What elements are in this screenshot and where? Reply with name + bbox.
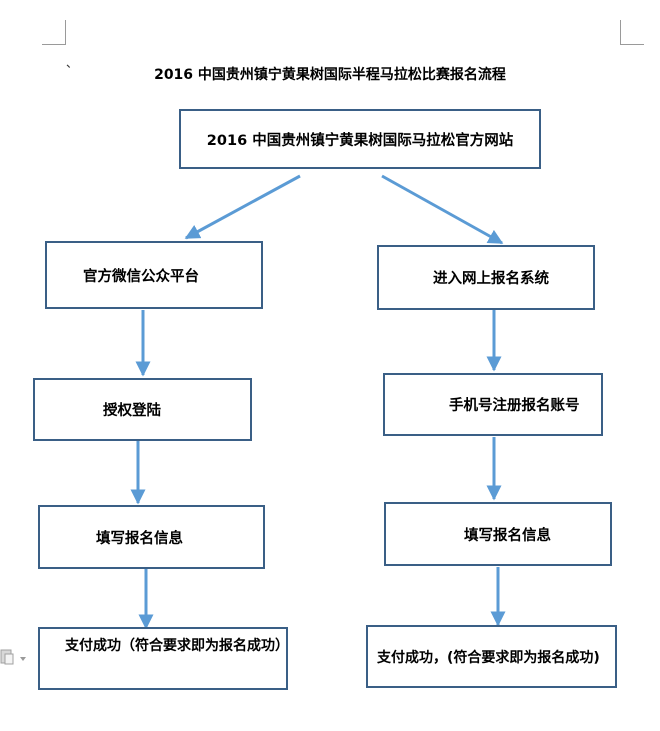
right-node-4: 支付成功，(符合要求即为报名成功) <box>366 625 617 688</box>
root-node: 2016 中国贵州镇宁黄果树国际马拉松官方网站 <box>179 109 541 169</box>
left-node-1: 官方微信公众平台 <box>45 241 263 309</box>
corner-mark: 、 <box>66 56 79 70</box>
left-node-2: 授权登陆 <box>33 378 252 441</box>
right-node-2: 手机号注册报名账号 <box>383 373 603 436</box>
arrow-root-to-left <box>184 174 301 240</box>
chevron-down-icon <box>20 657 26 661</box>
crop-mark-top-left-v <box>65 20 66 44</box>
crop-mark-top-right-v <box>620 20 621 44</box>
crop-mark-top-right-h <box>620 44 644 45</box>
arrow-root-to-right <box>381 174 504 245</box>
left-node-4: 支付成功（符合要求即为报名成功） <box>38 627 289 690</box>
page-title: 2016 中国贵州镇宁黄果树国际半程马拉松比赛报名流程 <box>154 67 506 83</box>
right-node-3: 填写报名信息 <box>384 502 612 566</box>
paste-options-icon[interactable] <box>0 648 30 668</box>
right-node-1: 进入网上报名系统 <box>377 245 595 310</box>
crop-mark-top-left-h <box>42 44 66 45</box>
left-node-3: 填写报名信息 <box>38 505 265 569</box>
